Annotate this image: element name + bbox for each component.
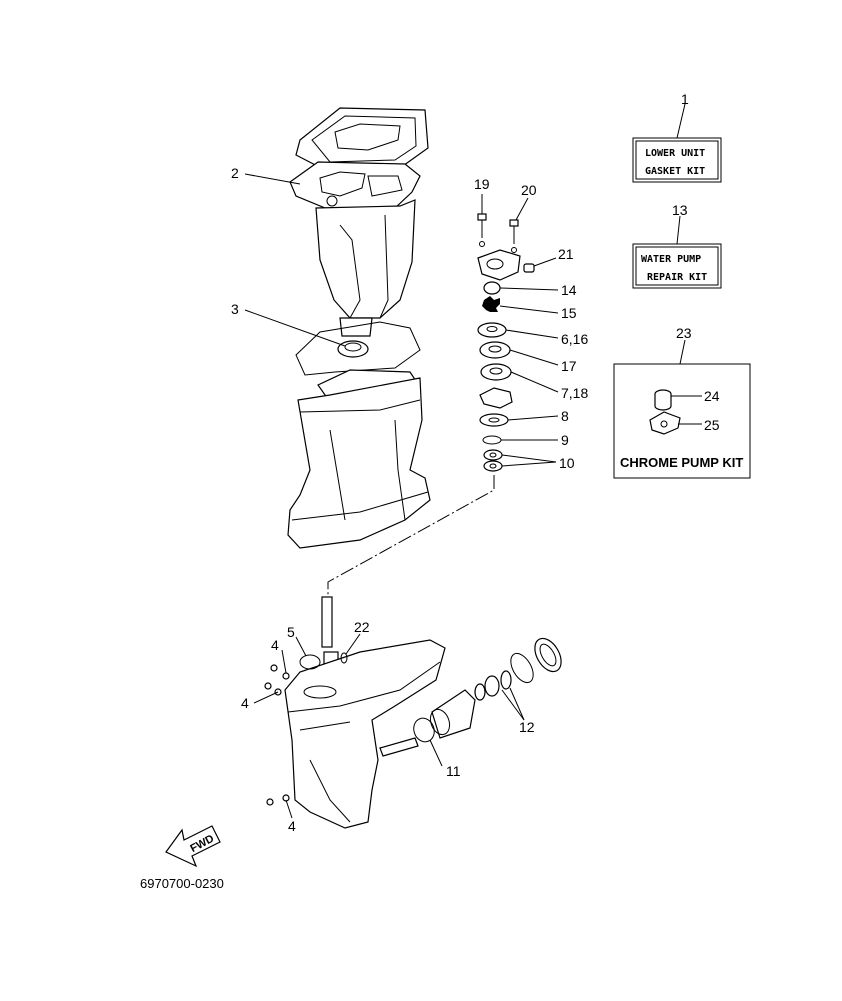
callout-11: 11 xyxy=(446,763,461,779)
oring-11 xyxy=(413,717,435,743)
callout-1: 1 xyxy=(681,91,689,107)
washer-12c xyxy=(500,670,512,690)
callout-7-18: 7,18 xyxy=(561,385,588,401)
screws-4-lower xyxy=(266,794,290,806)
callouts: 1 2 3 13 23 19 20 21 14 15 6,16 17 7,18 … xyxy=(231,91,720,834)
callout-6-16: 6,16 xyxy=(561,331,588,347)
callout-4-bottom: 4 xyxy=(288,818,296,834)
pump-housing xyxy=(477,249,521,281)
connector-line xyxy=(327,475,495,595)
callout-13: 13 xyxy=(672,202,688,218)
callout-4-mid: 4 xyxy=(241,695,249,711)
lower-casing xyxy=(287,377,431,549)
chrome-cover-25 xyxy=(649,411,681,435)
lower-unit-group xyxy=(264,596,562,829)
callout-14: 14 xyxy=(561,282,577,298)
part-22 xyxy=(340,652,348,664)
upper-casing-group xyxy=(287,107,431,549)
callout-3: 3 xyxy=(231,301,239,317)
water-pump-stack xyxy=(477,213,535,472)
gasket-8 xyxy=(479,413,509,427)
gasket-kit-line2: GASKET KIT xyxy=(645,166,705,177)
fwd-arrow: FWD xyxy=(165,825,221,868)
impeller-15 xyxy=(482,296,500,312)
bearing-12a xyxy=(474,683,486,701)
callout-25: 25 xyxy=(704,417,720,433)
callout-15: 15 xyxy=(561,305,577,321)
callout-8: 8 xyxy=(561,408,569,424)
gasket-2 xyxy=(289,161,421,211)
callout-22: 22 xyxy=(354,619,370,635)
callout-24: 24 xyxy=(704,388,720,404)
grommet-21 xyxy=(523,263,535,273)
water-pump-kit-line2: REPAIR KIT xyxy=(647,272,707,283)
plate-7-18 xyxy=(480,363,512,381)
callout-2: 2 xyxy=(231,165,239,181)
callout-23: 23 xyxy=(676,325,692,341)
diagram-code: 6970700-0230 xyxy=(140,876,224,891)
callout-12: 12 xyxy=(519,719,535,735)
gearcase xyxy=(284,639,446,829)
bearing-10b xyxy=(483,460,503,472)
pump-base xyxy=(479,387,513,409)
ring-12d xyxy=(510,652,534,684)
bolt-19 xyxy=(477,213,487,221)
prop-shaft xyxy=(379,737,419,757)
gasket-kit-line1: LOWER UNIT xyxy=(645,148,705,159)
chrome-pump-kit-box: CHROME PUMP KIT xyxy=(613,363,751,479)
water-pump-repair-kit-box: WATER PUMP REPAIR KIT xyxy=(632,243,722,289)
mount-gasket xyxy=(295,321,421,376)
bearing-12b xyxy=(484,675,500,697)
top-plate xyxy=(295,107,429,171)
oring-5 xyxy=(299,654,321,670)
callout-10: 10 xyxy=(559,455,575,471)
callout-9: 9 xyxy=(561,432,569,448)
callout-20: 20 xyxy=(521,182,537,198)
bearing-housing xyxy=(431,689,476,739)
bearing-10a xyxy=(483,449,503,461)
plate-17 xyxy=(479,341,511,359)
callout-4-top: 4 xyxy=(271,637,279,653)
bolt-20 xyxy=(509,219,519,227)
oring-9 xyxy=(482,435,502,445)
insert-14 xyxy=(483,281,501,295)
chrome-pump-kit-label: CHROME PUMP KIT xyxy=(620,455,743,470)
lower-unit-gasket-kit-box: LOWER UNIT GASKET KIT xyxy=(632,137,722,183)
water-pump-kit-line1: WATER PUMP xyxy=(641,254,701,265)
drive-shaft xyxy=(321,596,333,648)
callout-21: 21 xyxy=(558,246,574,262)
plate-6-16 xyxy=(477,322,507,338)
upper-casing-body xyxy=(315,199,416,319)
callout-5: 5 xyxy=(287,624,295,640)
leader-lines xyxy=(244,103,702,819)
callout-19: 19 xyxy=(474,176,490,192)
callout-17: 17 xyxy=(561,358,577,374)
bearing-12e xyxy=(534,637,562,673)
